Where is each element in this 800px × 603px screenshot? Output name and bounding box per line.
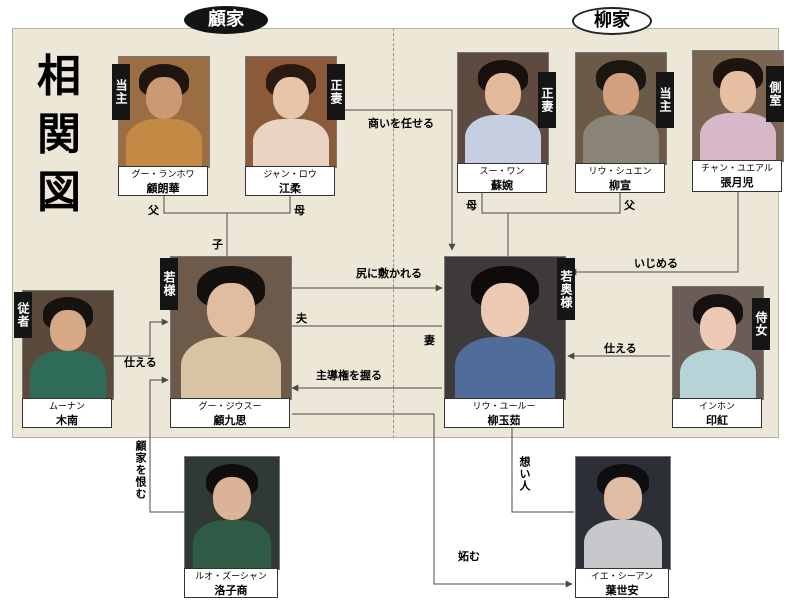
label-take-lead: 主導権を握る — [316, 369, 382, 382]
liu-parents-line — [481, 193, 621, 214]
label-mother-left: 母 — [294, 204, 305, 217]
photo-ye-shian — [575, 456, 671, 570]
photo-munan — [22, 290, 114, 400]
tag-zhang-yueer: 側室 — [766, 66, 784, 122]
kanji-ye-shian: 葉世安 — [605, 584, 639, 597]
gu-family-label: 顧家 — [184, 6, 268, 34]
photo-luo-zishang — [184, 456, 280, 570]
kanji-zhang-yueer: 張月児 — [720, 176, 754, 189]
label-serve-right: 仕える — [604, 342, 637, 355]
namebox-ye-shian: イエ・シーアン 葉世安 — [575, 568, 669, 598]
label-henpecked: 尻に敷かれる — [356, 267, 422, 280]
entrust-line — [306, 109, 456, 251]
tag-munan: 従者 — [14, 292, 32, 338]
namebox-gu-langhua: グー・ランホワ 顧朗華 — [118, 166, 208, 196]
namebox-liu-xuan: リウ・シュエン 柳宣 — [575, 163, 665, 193]
label-serve-left: 仕える — [124, 356, 157, 369]
chart-title: 相関図 — [33, 48, 85, 222]
kanji-su-wan: 蘇婉 — [491, 179, 513, 192]
kanji-jiang-rou: 江柔 — [279, 182, 301, 195]
namebox-luo-zishang: ルオ・ズーシャン 洛子商 — [184, 568, 278, 598]
kanji-gu-jiusi: 顧九思 — [213, 414, 247, 427]
label-wife: 妻 — [424, 334, 435, 347]
label-child: 子 — [212, 238, 223, 251]
reading-yinhong: インホン — [698, 402, 735, 412]
reading-gu-jiusi: グー・ジウスー — [198, 402, 262, 412]
namebox-liu-yuru: リウ・ユールー 柳玉茹 — [444, 398, 564, 428]
reading-su-wan: スー・ワン — [479, 167, 525, 177]
photo-gu-jiusi — [170, 256, 292, 400]
photo-gu-langhua — [118, 56, 210, 168]
tag-liu-xuan: 当主 — [656, 72, 674, 128]
namebox-yinhong: インホン 印紅 — [672, 398, 762, 428]
label-mother-right: 母 — [466, 199, 477, 212]
namebox-zhang-yueer: チャン・ユエアル 張月児 — [692, 160, 782, 192]
reading-liu-xuan: リウ・シュエン — [588, 167, 652, 177]
label-father-right: 父 — [624, 199, 635, 212]
serve-left-line — [112, 318, 169, 357]
kanji-liu-yuru: 柳玉茹 — [487, 414, 521, 427]
tag-yinhong: 侍女 — [752, 298, 770, 350]
namebox-munan: ムーナン 木南 — [22, 398, 112, 428]
gu-parents-line — [163, 196, 291, 214]
reading-liu-yuru: リウ・ユールー — [472, 402, 536, 412]
tag-liu-yuru: 若奥様 — [557, 258, 575, 320]
tag-su-wan: 正妻 — [538, 72, 556, 128]
reading-zhang-yueer: チャン・ユエアル — [701, 164, 773, 174]
label-beloved: 想い人 — [518, 456, 531, 492]
photo-liu-xuan — [575, 52, 667, 165]
photo-jiang-rou — [245, 56, 337, 168]
namebox-gu-jiusi: グー・ジウスー 顧九思 — [170, 398, 290, 428]
label-bully: いじめる — [634, 257, 678, 270]
kanji-yinhong: 印紅 — [706, 414, 728, 427]
chart-title-text: 相関図 — [37, 51, 81, 218]
namebox-jiang-rou: ジャン・ロウ 江柔 — [245, 166, 335, 196]
beloved-line — [511, 428, 574, 513]
reading-munan: ムーナン — [48, 402, 85, 412]
namebox-su-wan: スー・ワン 蘇婉 — [457, 163, 547, 193]
tag-jiang-rou: 正妻 — [327, 64, 345, 120]
grudge-line — [149, 376, 184, 513]
reading-jiang-rou: ジャン・ロウ — [263, 170, 317, 180]
liu-family-label: 柳家 — [572, 7, 652, 35]
label-father-left: 父 — [148, 204, 159, 217]
tag-gu-jiusi: 若様 — [160, 258, 178, 310]
reading-ye-shian: イエ・シーアン — [590, 572, 654, 582]
jealous-line — [292, 413, 573, 588]
label-entrust-business: 商いを任せる — [368, 117, 434, 130]
photo-su-wan — [457, 52, 549, 165]
photo-yinhong — [672, 286, 764, 400]
photo-liu-yuru — [444, 256, 566, 400]
kanji-gu-langhua: 顧朗華 — [146, 182, 180, 195]
reading-gu-langhua: グー・ランホワ — [131, 170, 195, 180]
tag-gu-langhua: 当主 — [112, 64, 130, 120]
kanji-munan: 木南 — [56, 414, 78, 427]
kanji-liu-xuan: 柳宣 — [609, 179, 631, 192]
bully-line — [569, 192, 739, 276]
label-jealous: 妬む — [458, 550, 480, 563]
reading-luo-zishang: ルオ・ズーシャン — [195, 572, 267, 582]
label-grudge-gu: 顧家を恨む — [134, 440, 147, 500]
label-husband: 夫 — [296, 312, 307, 325]
kanji-luo-zishang: 洛子商 — [214, 584, 248, 597]
